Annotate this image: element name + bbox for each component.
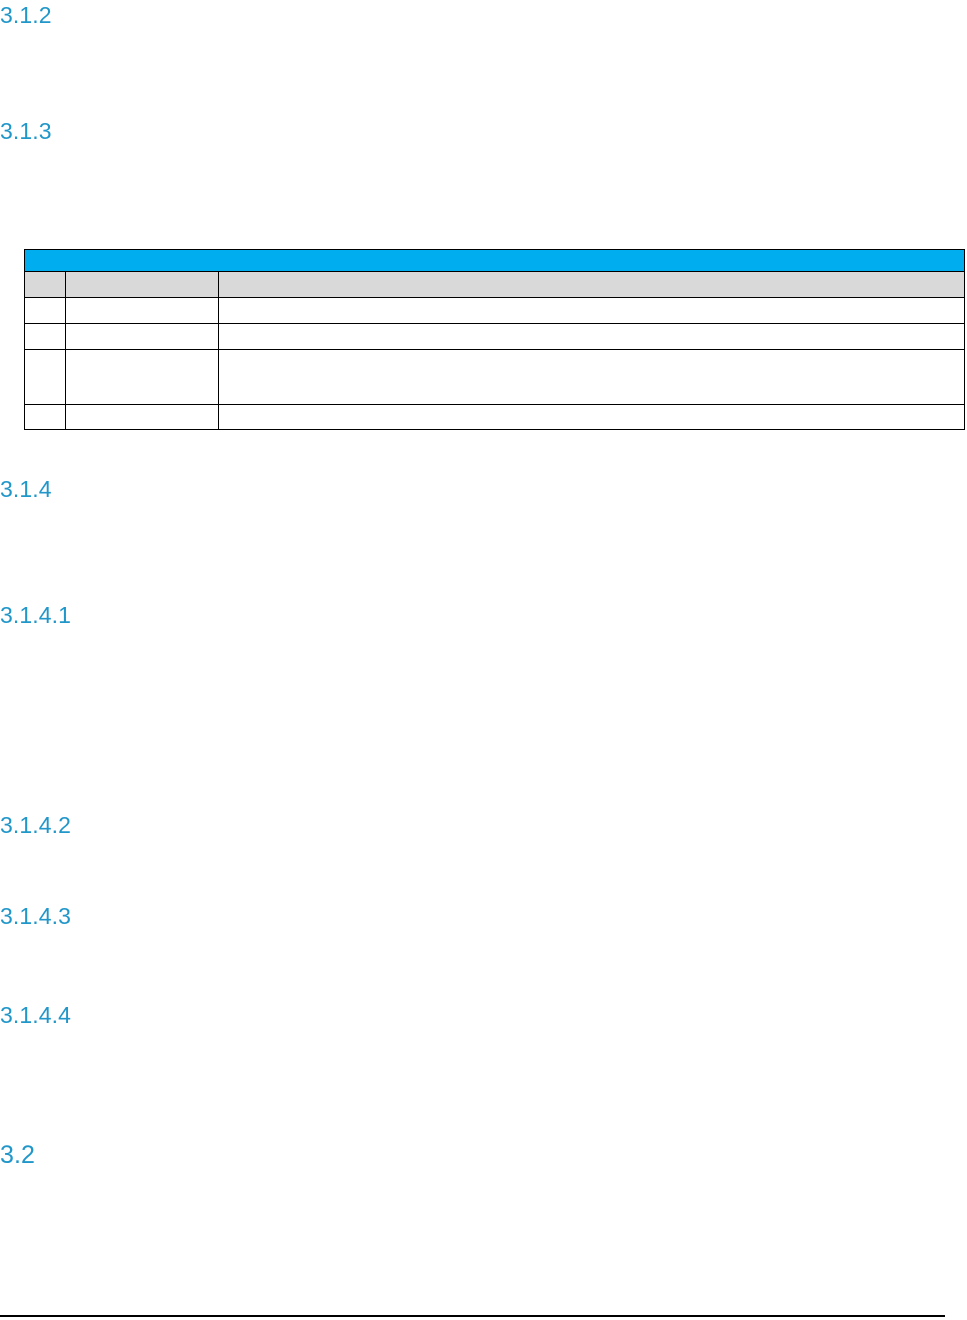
table-cell-r1-c2	[65, 297, 219, 324]
section-heading-3-1-3: 3.1.3	[0, 118, 52, 144]
table-cell-r3-c3	[217, 349, 966, 405]
table-cell-r1-c1	[24, 297, 66, 324]
table-column-header-1	[24, 271, 66, 298]
section-heading-3-2: 3.2	[0, 1141, 36, 1169]
table-cell-r1-c3	[217, 297, 966, 324]
table-cell-r3-c1	[24, 349, 66, 405]
table-header-row	[24, 271, 966, 298]
section-heading-3-1-2: 3.1.2	[0, 2, 52, 28]
table-cell-r2-c2	[65, 323, 219, 350]
section-heading-3-1-4-3: 3.1.4.3	[0, 903, 72, 929]
section-heading-3-1-4: 3.1.4	[0, 476, 52, 502]
table-row	[24, 297, 966, 324]
table-cell-r4-c3	[217, 404, 966, 430]
table-row	[24, 349, 966, 405]
table-cell-r3-c2	[65, 349, 219, 405]
table-cell-r4-c2	[65, 404, 219, 430]
table-caption-row	[23, 249, 966, 272]
table-cell-r2-c3	[217, 323, 966, 350]
section-heading-3-1-4-4: 3.1.4.4	[0, 1002, 72, 1028]
table-row	[24, 404, 966, 430]
table-row	[24, 323, 966, 350]
table-cell-r2-c1	[24, 323, 66, 350]
table-caption-cell	[23, 249, 966, 272]
table-column-header-3	[217, 271, 966, 298]
footer-rule	[0, 1315, 945, 1317]
table-column-header-2	[65, 271, 219, 298]
section-heading-3-1-4-2: 3.1.4.2	[0, 812, 72, 838]
section-heading-3-1-4-1: 3.1.4.1	[0, 602, 72, 628]
data-table	[23, 249, 966, 430]
table-cell-r4-c1	[24, 404, 66, 430]
